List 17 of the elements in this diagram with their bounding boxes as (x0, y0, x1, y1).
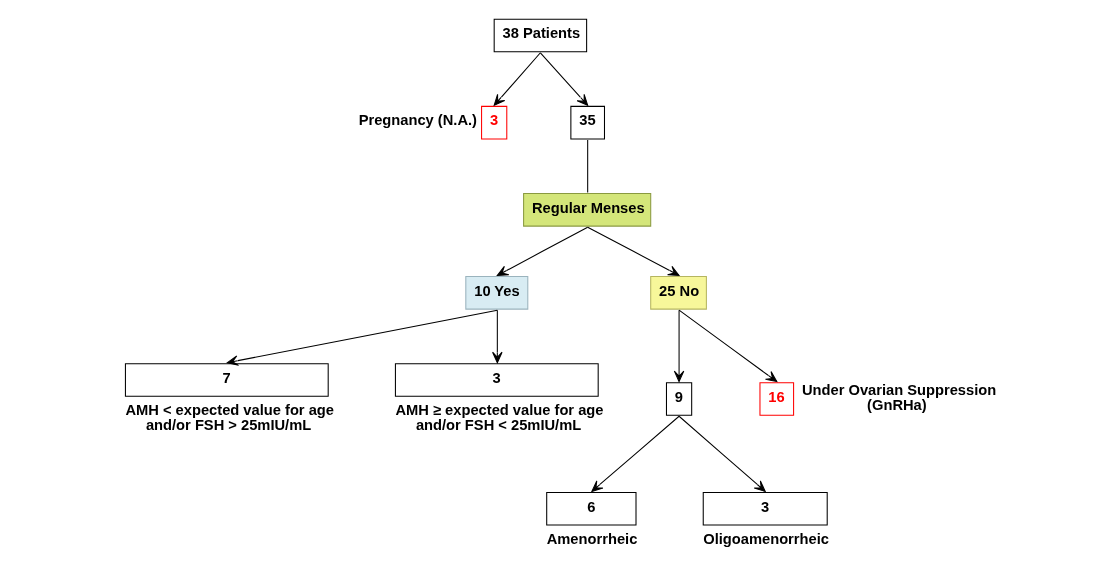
node-label: Pregnancy (N.A.) (358, 112, 477, 129)
arrow (590, 415, 680, 492)
node-label: AMH ≥ expected value for age and/or FSH < 25mIU/mL (394, 402, 603, 434)
arrow (493, 52, 541, 106)
arrow (491, 309, 503, 364)
arrow (673, 309, 684, 383)
arrow (226, 309, 498, 366)
node-label: Amenorrheic (546, 531, 637, 548)
arrow (496, 226, 588, 276)
node-label: Under Ovarian Suppression (GnRHa) (801, 381, 996, 413)
node-label: Oligoamenorrheic (702, 531, 829, 548)
arrow (678, 415, 766, 492)
arrow (586, 226, 680, 276)
arrow (539, 52, 588, 106)
connector (586, 139, 588, 194)
node-label: AMH < expected value for age and/or FSH > 25mIU/mL (124, 402, 334, 434)
arrow (678, 309, 777, 383)
